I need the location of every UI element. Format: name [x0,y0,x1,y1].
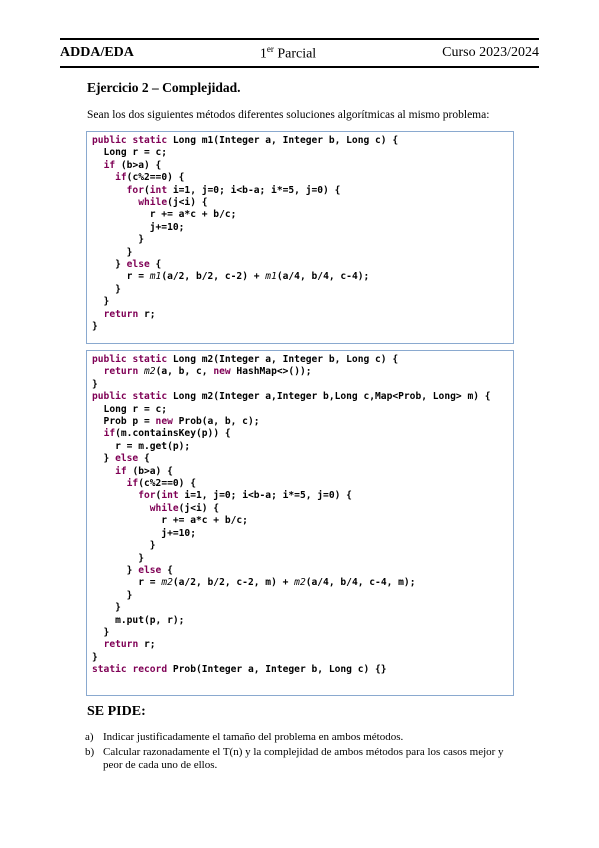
code-block-m2: public static Long m2(Integer a, Integer… [86,350,514,696]
task-item-b: b) Calcular razonadamente el T(n) y la c… [85,746,504,771]
se-pide-heading: SE PIDE: [87,704,146,719]
code-m2: public static Long m2(Integer a, Integer… [92,354,491,676]
code-m1: public static Long m1(Integer a, Integer… [92,135,399,333]
code-block-m1: public static Long m1(Integer a, Integer… [86,131,514,344]
exercise-title: Ejercicio 2 – Complejidad. [87,80,241,95]
academic-year: Curso 2023/2024 [442,45,539,60]
course-code: ADDA/EDA [60,45,134,60]
exam-name: 1er Parcial [259,43,317,62]
task-list: a) Indicar justificadamente el tamaño de… [85,731,515,774]
intro-text: Sean los dos siguientes métodos diferent… [87,109,490,121]
task-item-a: a) Indicar justificadamente el tamaño de… [85,731,404,743]
page-header: ADDA/EDA 1er Parcial Curso 2023/2024 [60,38,539,68]
